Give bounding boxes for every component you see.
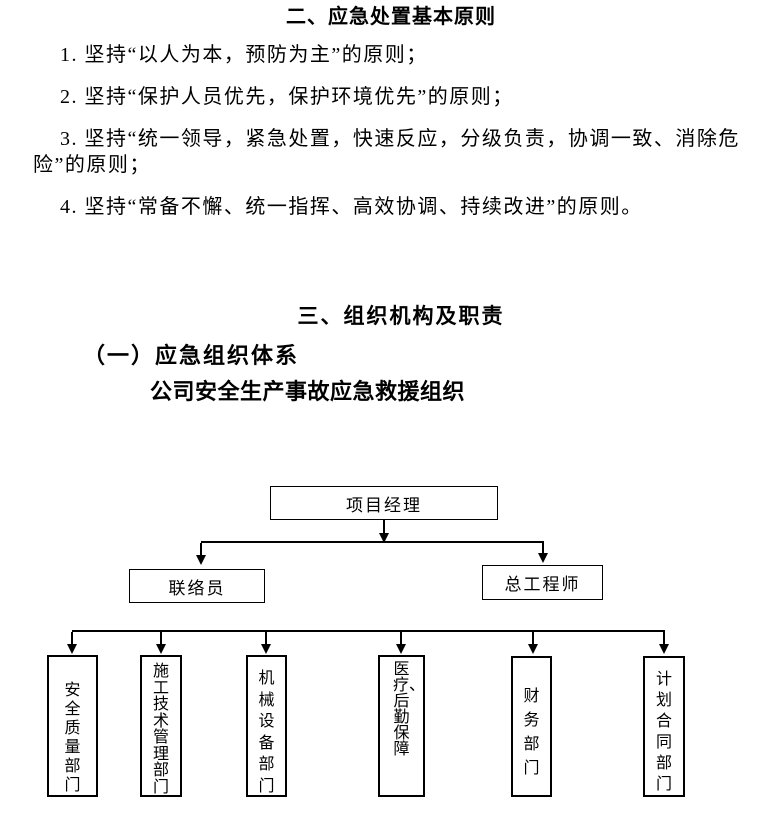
org-node-label: 财务部门 (523, 688, 540, 777)
arrow-down-icon (659, 644, 669, 654)
arrow-down-icon (528, 644, 538, 654)
principle-item-4: 4. 坚持“常备不懈、统一指挥、高效协调、持续改进”的原则。 (60, 196, 643, 218)
org-node-project-manager: 项目经理 (270, 486, 498, 520)
org-node-dept-plan-contract: 计划合同部门 (643, 656, 685, 797)
org-node-label: 机械设备部门 (258, 670, 275, 795)
connector-chief-engineer-drop (542, 543, 544, 554)
org-node-dept-construction-tech: 施工技术管理部门 (140, 655, 182, 797)
org-node-label: 联络员 (168, 578, 226, 598)
section3-title: 三、组织机构及职责 (297, 304, 505, 328)
org-node-label: 计划合同部门 (655, 671, 672, 793)
org-node-label: 医疗、后勤保障 (393, 661, 426, 758)
section2-title: 二、应急处置基本原则 (286, 6, 496, 28)
org-node-dept-machinery-equipment: 机械设备部门 (246, 655, 287, 797)
org-node-dept-medical-logistics: 医疗、后勤保障 (378, 655, 425, 797)
org-node-label: 施工技术管理部门 (152, 663, 169, 796)
connector-dept-drop (400, 632, 402, 645)
principle-item-3: 3. 坚持“统一领导，紧急处置，快速反应，分级负责，协调一致、消除危险”的原则； (33, 128, 740, 176)
arrow-down-icon (196, 555, 206, 565)
org-node-dept-finance: 财务部门 (511, 656, 552, 797)
arrow-down-icon (67, 644, 77, 654)
arrow-down-icon (538, 553, 548, 563)
connector-dept-drop (265, 632, 267, 645)
connector-dept-drop (663, 632, 665, 645)
text-block: 二、应急处置基本原则 1. 坚持“以人为本，预防为主”的原则； 2. 坚持“保护… (0, 0, 779, 405)
org-chart: 项目经理 联络员 总工程师 安全 (0, 470, 779, 823)
org-node-label: 项目经理 (346, 495, 422, 515)
connector-root-drop (383, 520, 385, 534)
connector-liaison-drop (200, 543, 202, 556)
connector-dept-drop (71, 632, 73, 645)
connector-departments-bus (72, 630, 665, 632)
arrow-down-icon (261, 644, 271, 654)
principle-item-1: 1. 坚持“以人为本，预防为主”的原则； (60, 44, 428, 66)
org-node-dept-safety-quality: 安全质量部门 (47, 655, 98, 797)
arrow-down-icon (396, 644, 406, 654)
org-node-liaison: 联络员 (129, 569, 265, 603)
connector-dept-drop (160, 632, 162, 645)
principle-item-2: 2. 坚持“保护人员优先，保护环境优先”的原则； (60, 86, 514, 108)
connector-level2-branch (201, 541, 544, 543)
arrow-down-icon (379, 533, 389, 543)
org-node-label: 总工程师 (504, 575, 581, 594)
arrow-down-icon (156, 644, 166, 654)
org-node-label: 安全质量部门 (64, 682, 81, 794)
connector-dept-drop (532, 632, 534, 645)
section3-subsection-title: （一）应急组织体系 (83, 343, 300, 368)
org-node-chief-engineer: 总工程师 (482, 565, 603, 600)
org-chart-caption: 公司安全生产事故应急救援组织 (150, 379, 466, 404)
